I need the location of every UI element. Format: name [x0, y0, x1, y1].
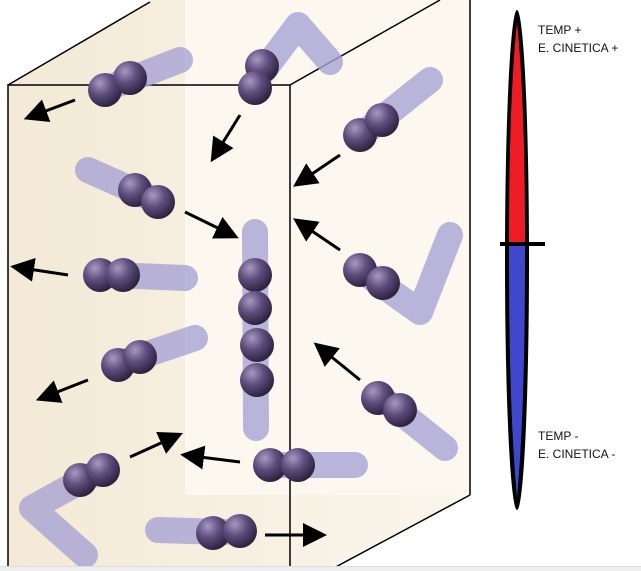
- molecule-atom: [240, 363, 274, 397]
- velocity-arrow: [210, 114, 242, 163]
- velocity-arrow: [10, 257, 69, 282]
- velocity-arrow: [129, 432, 183, 459]
- cold-label-energy: E. CINETICA -: [538, 447, 616, 461]
- velocity-arrow: [35, 378, 89, 403]
- molecule-atom: [238, 71, 272, 105]
- velocity-arrow: [293, 218, 341, 252]
- velocity-arrow: [180, 445, 241, 470]
- molecule-atom: [123, 340, 157, 374]
- molecule-atom: [365, 103, 399, 137]
- molecule-atom: [196, 516, 230, 550]
- molecule-atom: [366, 266, 400, 300]
- molecule-atom: [113, 61, 147, 95]
- cold-label-temp: TEMP -: [538, 429, 579, 443]
- velocity-arrow: [23, 98, 76, 123]
- thermometer: [500, 10, 545, 510]
- molecule-atom: [223, 514, 257, 548]
- molecule-atom: [281, 448, 315, 482]
- molecule-atom: [240, 328, 274, 362]
- bottom-strip: [0, 566, 641, 571]
- molecule-atom: [238, 258, 272, 292]
- velocity-arrow: [313, 342, 361, 382]
- molecule-atom: [238, 291, 272, 325]
- velocity-arrow: [184, 210, 239, 239]
- molecule-atom: [141, 185, 175, 219]
- molecule-atom: [106, 258, 140, 292]
- hot-label-temp: TEMP +: [538, 23, 582, 37]
- molecule-atom: [383, 393, 417, 427]
- velocity-arrow: [293, 153, 341, 187]
- molecule-atom: [253, 448, 287, 482]
- hot-label-energy: E. CINETICA +: [538, 41, 619, 55]
- molecule-atom: [86, 453, 120, 487]
